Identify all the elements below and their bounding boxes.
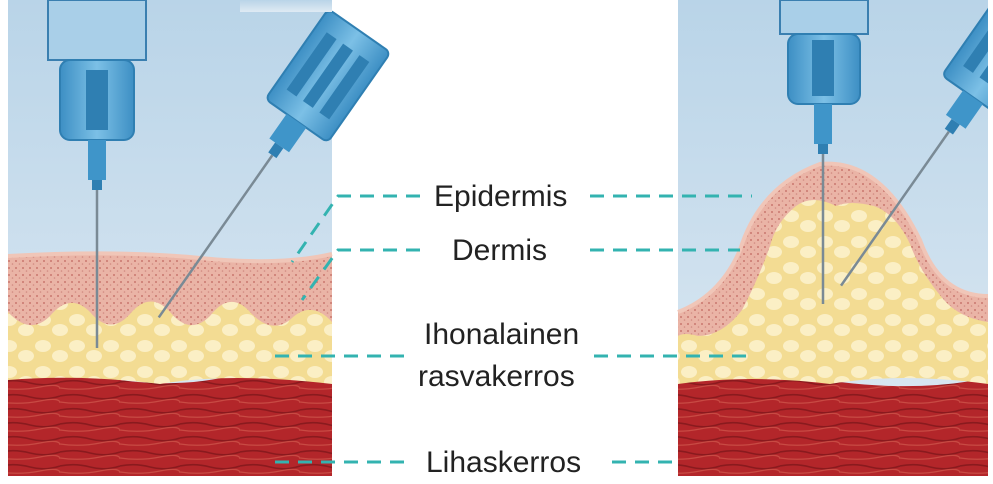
right-panel xyxy=(678,0,993,484)
label-dermis: Dermis xyxy=(452,234,547,268)
label-subcutaneous-line1: Ihonalainen xyxy=(424,318,579,352)
left-panel xyxy=(8,0,391,484)
label-subcutaneous-line2: rasvakerros xyxy=(418,360,575,394)
label-epidermis: Epidermis xyxy=(434,180,567,214)
label-muscle: Lihaskerros xyxy=(426,446,581,480)
